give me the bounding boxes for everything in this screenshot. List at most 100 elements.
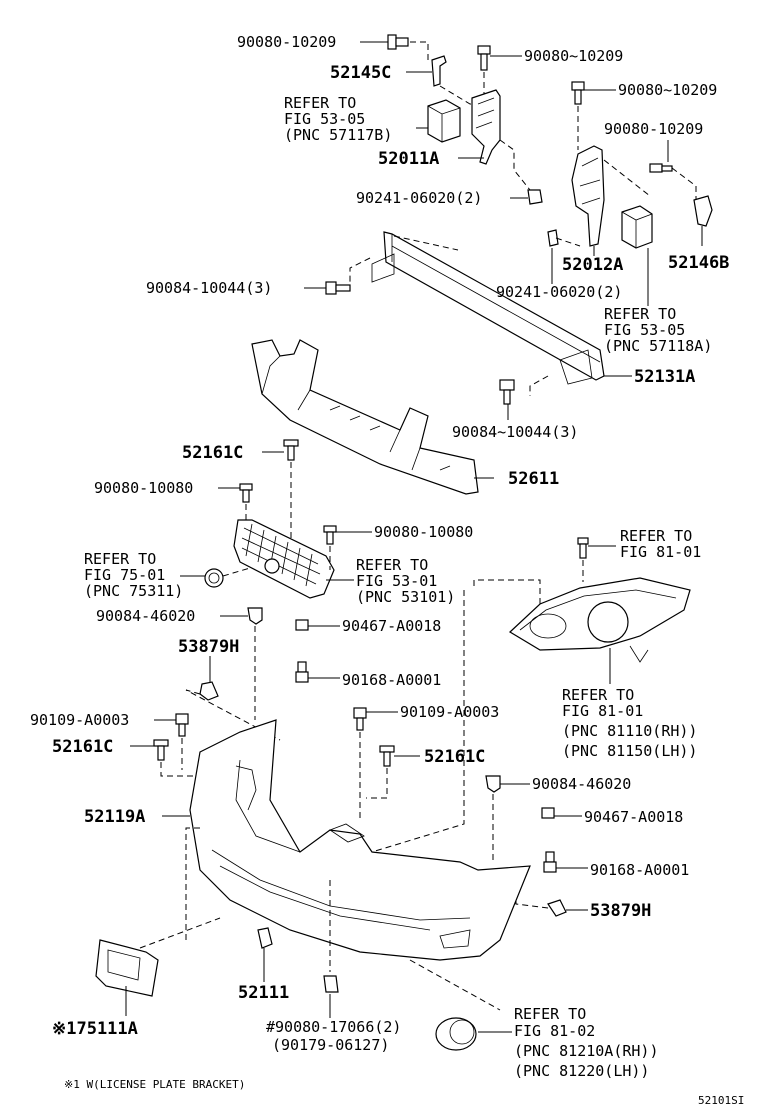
label-90109-A0003-a: 90109-A0003 [30, 711, 129, 729]
clip-52161C-left [130, 739, 196, 777]
label-ref-8101-b2: FIG 81-01 [562, 702, 643, 720]
headlamp-bracket-57117B [416, 99, 461, 143]
label-52161C-a: 52161C [182, 443, 243, 463]
bolt-90109-A0003-b [353, 707, 398, 820]
screw-90168-A0001-a [295, 661, 340, 683]
label-90179-06127: (90179-06127) [272, 1036, 389, 1054]
clip-52111 [257, 927, 273, 982]
label-90467-A0018-b: 90467-A0018 [584, 808, 683, 826]
label-52131A: 52131A [634, 367, 695, 387]
label-ref-8101-b3: (PNC 81110(RH)) [562, 722, 697, 740]
label-ref-8102-2: FIG 81-02 [514, 1022, 595, 1040]
bolt-90109-A0003-a [154, 713, 189, 770]
clip-headlamp-top [577, 537, 616, 582]
absorber-52611 [251, 339, 494, 495]
screw-90168-A0001-b [543, 851, 588, 873]
label-52146B: 52146B [668, 253, 729, 273]
label-ref-75311-3: (PNC 75311) [84, 582, 183, 600]
label-ref-8101-a2: FIG 81-01 [620, 543, 701, 561]
fog-lamp-81210 [409, 959, 512, 1051]
clip-52161C-right [366, 745, 420, 799]
label-ref-53101-1: REFER TO [356, 556, 428, 574]
label-90080-10080-a: 90080-10080 [94, 479, 193, 497]
label-90080-10080-b: 90080-10080 [374, 523, 473, 541]
label-90084-10044-a: 90084-10044(3) [146, 279, 272, 297]
bracket-53879H-b [515, 896, 588, 917]
label-ref-8102-1: REFER TO [514, 1005, 586, 1023]
bracket-53879H-a [185, 656, 281, 741]
bracket-52145C [406, 55, 480, 105]
bracket-52146B [693, 195, 713, 246]
bolt-90080-10080-left [218, 483, 253, 520]
label-90168-A0001-a: 90168-A0001 [342, 671, 441, 689]
bolt-90080-10209-mid [477, 45, 522, 98]
bracket-52012A [571, 145, 651, 256]
label-53879H-a: 53879H [178, 637, 239, 657]
label-ref-53101-2: FIG 53-01 [356, 572, 437, 590]
clip-52161C-upper [262, 439, 299, 540]
label-52119A: 52119A [84, 807, 145, 827]
label-52012A: 52012A [562, 255, 623, 275]
label-90241-06020-a: 90241-06020(2) [356, 189, 482, 207]
label-ref-8101-b4: (PNC 81150(LH)) [562, 742, 697, 760]
bolt-90084-10044-right [499, 379, 515, 420]
label-90080-17066: #90080-17066(2) [266, 1018, 401, 1036]
grille-53101 [233, 519, 354, 599]
label-ref-57118a-3: (PNC 57118A) [604, 337, 712, 355]
label-53879H-b: 53879H [590, 901, 651, 921]
license-plate-bracket-75111A [95, 917, 221, 1016]
label-52145C: 52145C [330, 63, 391, 83]
clip-90241-06020-b [547, 229, 581, 284]
label-90084-46020-a: 90084-46020 [96, 607, 195, 625]
emblem-75311 [180, 567, 251, 588]
label-90467-A0018-a: 90467-A0018 [342, 617, 441, 635]
label-ref-53101-3: (PNC 53101) [356, 588, 455, 606]
label-52111: 52111 [238, 983, 289, 1003]
label-52611: 52611 [508, 469, 559, 489]
label-ref-75311-2: FIG 75-01 [84, 566, 165, 584]
clip-90084-46020-b [485, 775, 530, 860]
bumper-cover-52119A [162, 590, 531, 961]
label-ref-8102-4: (PNC 81220(LH)) [514, 1062, 649, 1080]
nut-90467-A0018-a [295, 619, 340, 631]
label-ref-8101-a1: REFER TO [620, 527, 692, 545]
label-52161C-b: 52161C [52, 737, 113, 757]
label-90080-10209-b: 90080~10209 [524, 47, 623, 65]
label-90084-10044-b: 90084~10044(3) [452, 423, 578, 441]
bolt-90080-10209-right [571, 81, 616, 150]
label-52011A: 52011A [378, 149, 439, 169]
label-75111A: ※175111A [52, 1019, 138, 1039]
headlamp-81110 [473, 577, 691, 684]
label-ref-57117b-1: REFER TO [284, 94, 356, 112]
label-ref-75311-1: REFER TO [84, 550, 156, 568]
bracket-52011A [458, 89, 531, 191]
footnote: ※1 W(LICENSE PLATE BRACKET) [64, 1078, 245, 1091]
label-ref-8101-b1: REFER TO [562, 686, 634, 704]
label-ref-8102-3: (PNC 81210A(RH)) [514, 1042, 659, 1060]
label-90080-10209-c: 90080~10209 [618, 81, 717, 99]
label-90168-A0001-b: 90168-A0001 [590, 861, 689, 879]
label-90084-46020-b: 90084-46020 [532, 775, 631, 793]
headlamp-bracket-57118A [621, 205, 653, 306]
bolt-90084-10044-left [304, 281, 351, 295]
nut-90467-A0018-b [541, 807, 582, 819]
label-ref-57118a-2: FIG 53-05 [604, 321, 685, 339]
clip-90241-06020-a [510, 189, 543, 205]
reinforcement-52131A [349, 231, 632, 396]
label-ref-57118a-1: REFER TO [604, 305, 676, 323]
label-ref-57117b-2: FIG 53-05 [284, 110, 365, 128]
nut-90080-17066 [323, 880, 339, 1018]
clip-90084-46020-a [220, 607, 263, 720]
label-90109-A0003-b: 90109-A0003 [400, 703, 499, 721]
label-52161C-c: 52161C [424, 747, 485, 767]
label-90080-10209-d: 90080-10209 [604, 120, 703, 138]
figure-id: 52101SI [698, 1094, 744, 1107]
label-90080-10209-a: 90080-10209 [237, 33, 336, 51]
bolt-90080-10209-left [360, 34, 429, 60]
label-ref-57117b-3: (PNC 57117B) [284, 126, 392, 144]
bolt-90080-10209-far-right [649, 140, 697, 200]
bolt-90080-10080-right [323, 525, 372, 570]
label-90241-06020-b: 90241-06020(2) [496, 283, 622, 301]
